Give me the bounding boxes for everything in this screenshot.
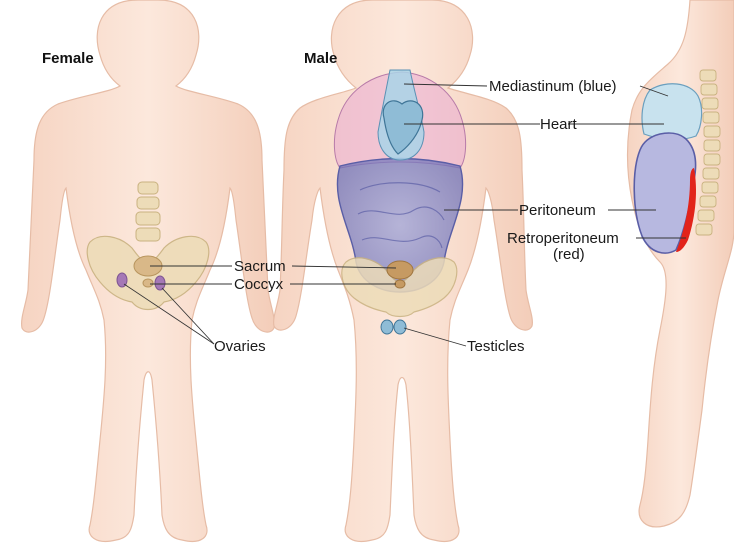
label-retroperitoneum: Retroperitoneum bbox=[507, 230, 619, 247]
label-ovaries: Ovaries bbox=[214, 338, 266, 355]
side-thorax bbox=[642, 84, 702, 140]
side-figure bbox=[628, 0, 734, 527]
label-testicles: Testicles bbox=[467, 338, 525, 355]
side-body-silhouette bbox=[628, 0, 734, 527]
male-coccyx bbox=[395, 280, 405, 288]
label-mediastinum: Mediastinum (blue) bbox=[489, 78, 617, 95]
male-sacrum bbox=[387, 261, 413, 279]
label-heart: Heart bbox=[540, 116, 577, 133]
label-coccyx: Coccyx bbox=[234, 276, 283, 293]
label-peritoneum: Peritoneum bbox=[519, 202, 596, 219]
ovary-right bbox=[155, 276, 165, 290]
female-title: Female bbox=[42, 50, 94, 67]
female-coccyx bbox=[143, 279, 153, 287]
label-retroperitoneum-red: (red) bbox=[553, 246, 585, 263]
label-sacrum: Sacrum bbox=[234, 258, 286, 275]
male-title: Male bbox=[304, 50, 337, 67]
